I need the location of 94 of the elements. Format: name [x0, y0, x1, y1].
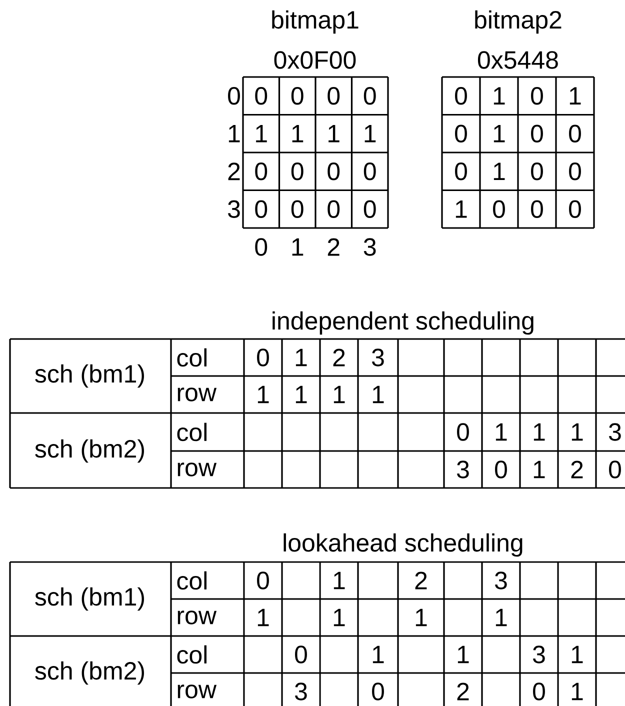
- bit-value: 0: [455, 162, 467, 180]
- bit-value: 0: [531, 124, 543, 142]
- schedule-value: 0: [372, 682, 384, 700]
- row-header: sch (bm2): [35, 439, 144, 463]
- column-index: 0: [255, 238, 268, 256]
- field-label: col: [177, 348, 206, 367]
- row-index: 2: [228, 162, 240, 180]
- schedule-value: 0: [295, 646, 307, 664]
- bit-value: 1: [364, 125, 376, 142]
- row-index: 0: [228, 87, 240, 105]
- schedule-value: 3: [295, 682, 307, 700]
- column-index: 1: [292, 238, 304, 256]
- row-header: sch (bm1): [35, 587, 144, 611]
- bit-value: 0: [531, 87, 543, 105]
- row-index: 1: [228, 125, 240, 142]
- schedule-value: 0: [457, 423, 469, 441]
- schedule-value: 0: [495, 460, 507, 478]
- bit-value: 0: [455, 124, 467, 142]
- bit-value: 0: [569, 200, 581, 218]
- bit-value: 1: [570, 87, 581, 104]
- schedule-value: 1: [416, 608, 427, 626]
- field-label: row: [178, 388, 217, 402]
- bit-value: 0: [291, 200, 304, 218]
- schedule-value: 1: [258, 386, 269, 404]
- bit-value: 0: [255, 200, 268, 218]
- schedule-value: 1: [496, 423, 507, 441]
- schedule-value: 1: [458, 646, 469, 664]
- bit-value: 0: [364, 162, 376, 180]
- bit-value: 0: [328, 162, 340, 180]
- bit-value: 0: [531, 162, 543, 180]
- schedule-value: 1: [572, 423, 583, 441]
- bit-value: 0: [255, 162, 268, 180]
- bit-value: 1: [328, 125, 340, 142]
- column-index: 2: [328, 238, 340, 256]
- schedule-value: 1: [572, 646, 583, 664]
- schedule-value: 3: [495, 572, 507, 590]
- bit-value: 1: [494, 162, 505, 180]
- field-label: col: [177, 422, 206, 442]
- bitmap-title: bitmap2: [475, 10, 562, 34]
- bit-value: 0: [328, 200, 340, 218]
- bit-value: 0: [531, 200, 543, 218]
- bit-value: 1: [256, 125, 267, 142]
- schedule-value: 1: [534, 460, 545, 478]
- table-title: independent scheduling: [272, 311, 534, 335]
- schedule-value: 2: [457, 682, 469, 700]
- schedule-value: 2: [571, 460, 583, 478]
- row-header: sch (bm1): [35, 364, 144, 388]
- column-index: 3: [364, 238, 376, 256]
- bit-value: 1: [292, 125, 304, 142]
- bit-value: 0: [255, 87, 268, 105]
- schedule-value: 3: [372, 348, 384, 366]
- schedule-value: 0: [609, 460, 621, 478]
- schedule-value: 3: [609, 423, 621, 441]
- schedule-value: 1: [572, 682, 583, 700]
- schedule-value: 2: [333, 348, 345, 366]
- bitmap-title: bitmap1: [272, 10, 358, 34]
- bit-value: 1: [494, 87, 505, 104]
- bit-value: 0: [569, 124, 581, 142]
- field-label: col: [177, 571, 206, 590]
- schedule-value: 0: [257, 348, 269, 366]
- bit-value: 0: [493, 200, 505, 218]
- table-title: lookahead scheduling: [284, 533, 522, 557]
- bit-value: 0: [364, 87, 376, 105]
- bit-value: 0: [291, 87, 304, 105]
- bit-value: 1: [456, 200, 467, 218]
- schedule-value: 1: [296, 348, 307, 366]
- schedule-value: 1: [334, 572, 345, 590]
- bit-value: 1: [494, 125, 505, 142]
- schedule-value: 1: [372, 386, 384, 404]
- hex-value: 0x0F00: [274, 51, 356, 69]
- schedule-value: 3: [533, 646, 545, 664]
- schedule-value: 1: [496, 608, 507, 626]
- field-label: col: [177, 645, 206, 664]
- schedule-value: 1: [334, 608, 345, 626]
- row-header: sch (bm2): [35, 661, 144, 685]
- schedule-value: 1: [296, 386, 307, 404]
- schedule-value: 1: [258, 608, 269, 626]
- bit-value: 0: [364, 200, 376, 218]
- schedule-value: 0: [533, 682, 545, 700]
- bit-value: 0: [291, 162, 304, 180]
- schedule-value: 1: [534, 423, 545, 441]
- schedule-value: 1: [372, 646, 384, 664]
- field-label: row: [178, 684, 217, 698]
- schedule-value: 3: [457, 460, 469, 478]
- schedule-value: 0: [257, 572, 269, 590]
- schedule-value: 2: [415, 572, 427, 590]
- schedule-value: 1: [334, 386, 345, 404]
- hex-value: 0x5448: [478, 51, 558, 69]
- bit-value: 0: [328, 87, 340, 105]
- bit-value: 0: [455, 87, 467, 105]
- field-label: row: [178, 462, 217, 476]
- bit-value: 0: [569, 162, 581, 180]
- field-label: row: [178, 610, 217, 624]
- row-index: 3: [228, 200, 240, 218]
